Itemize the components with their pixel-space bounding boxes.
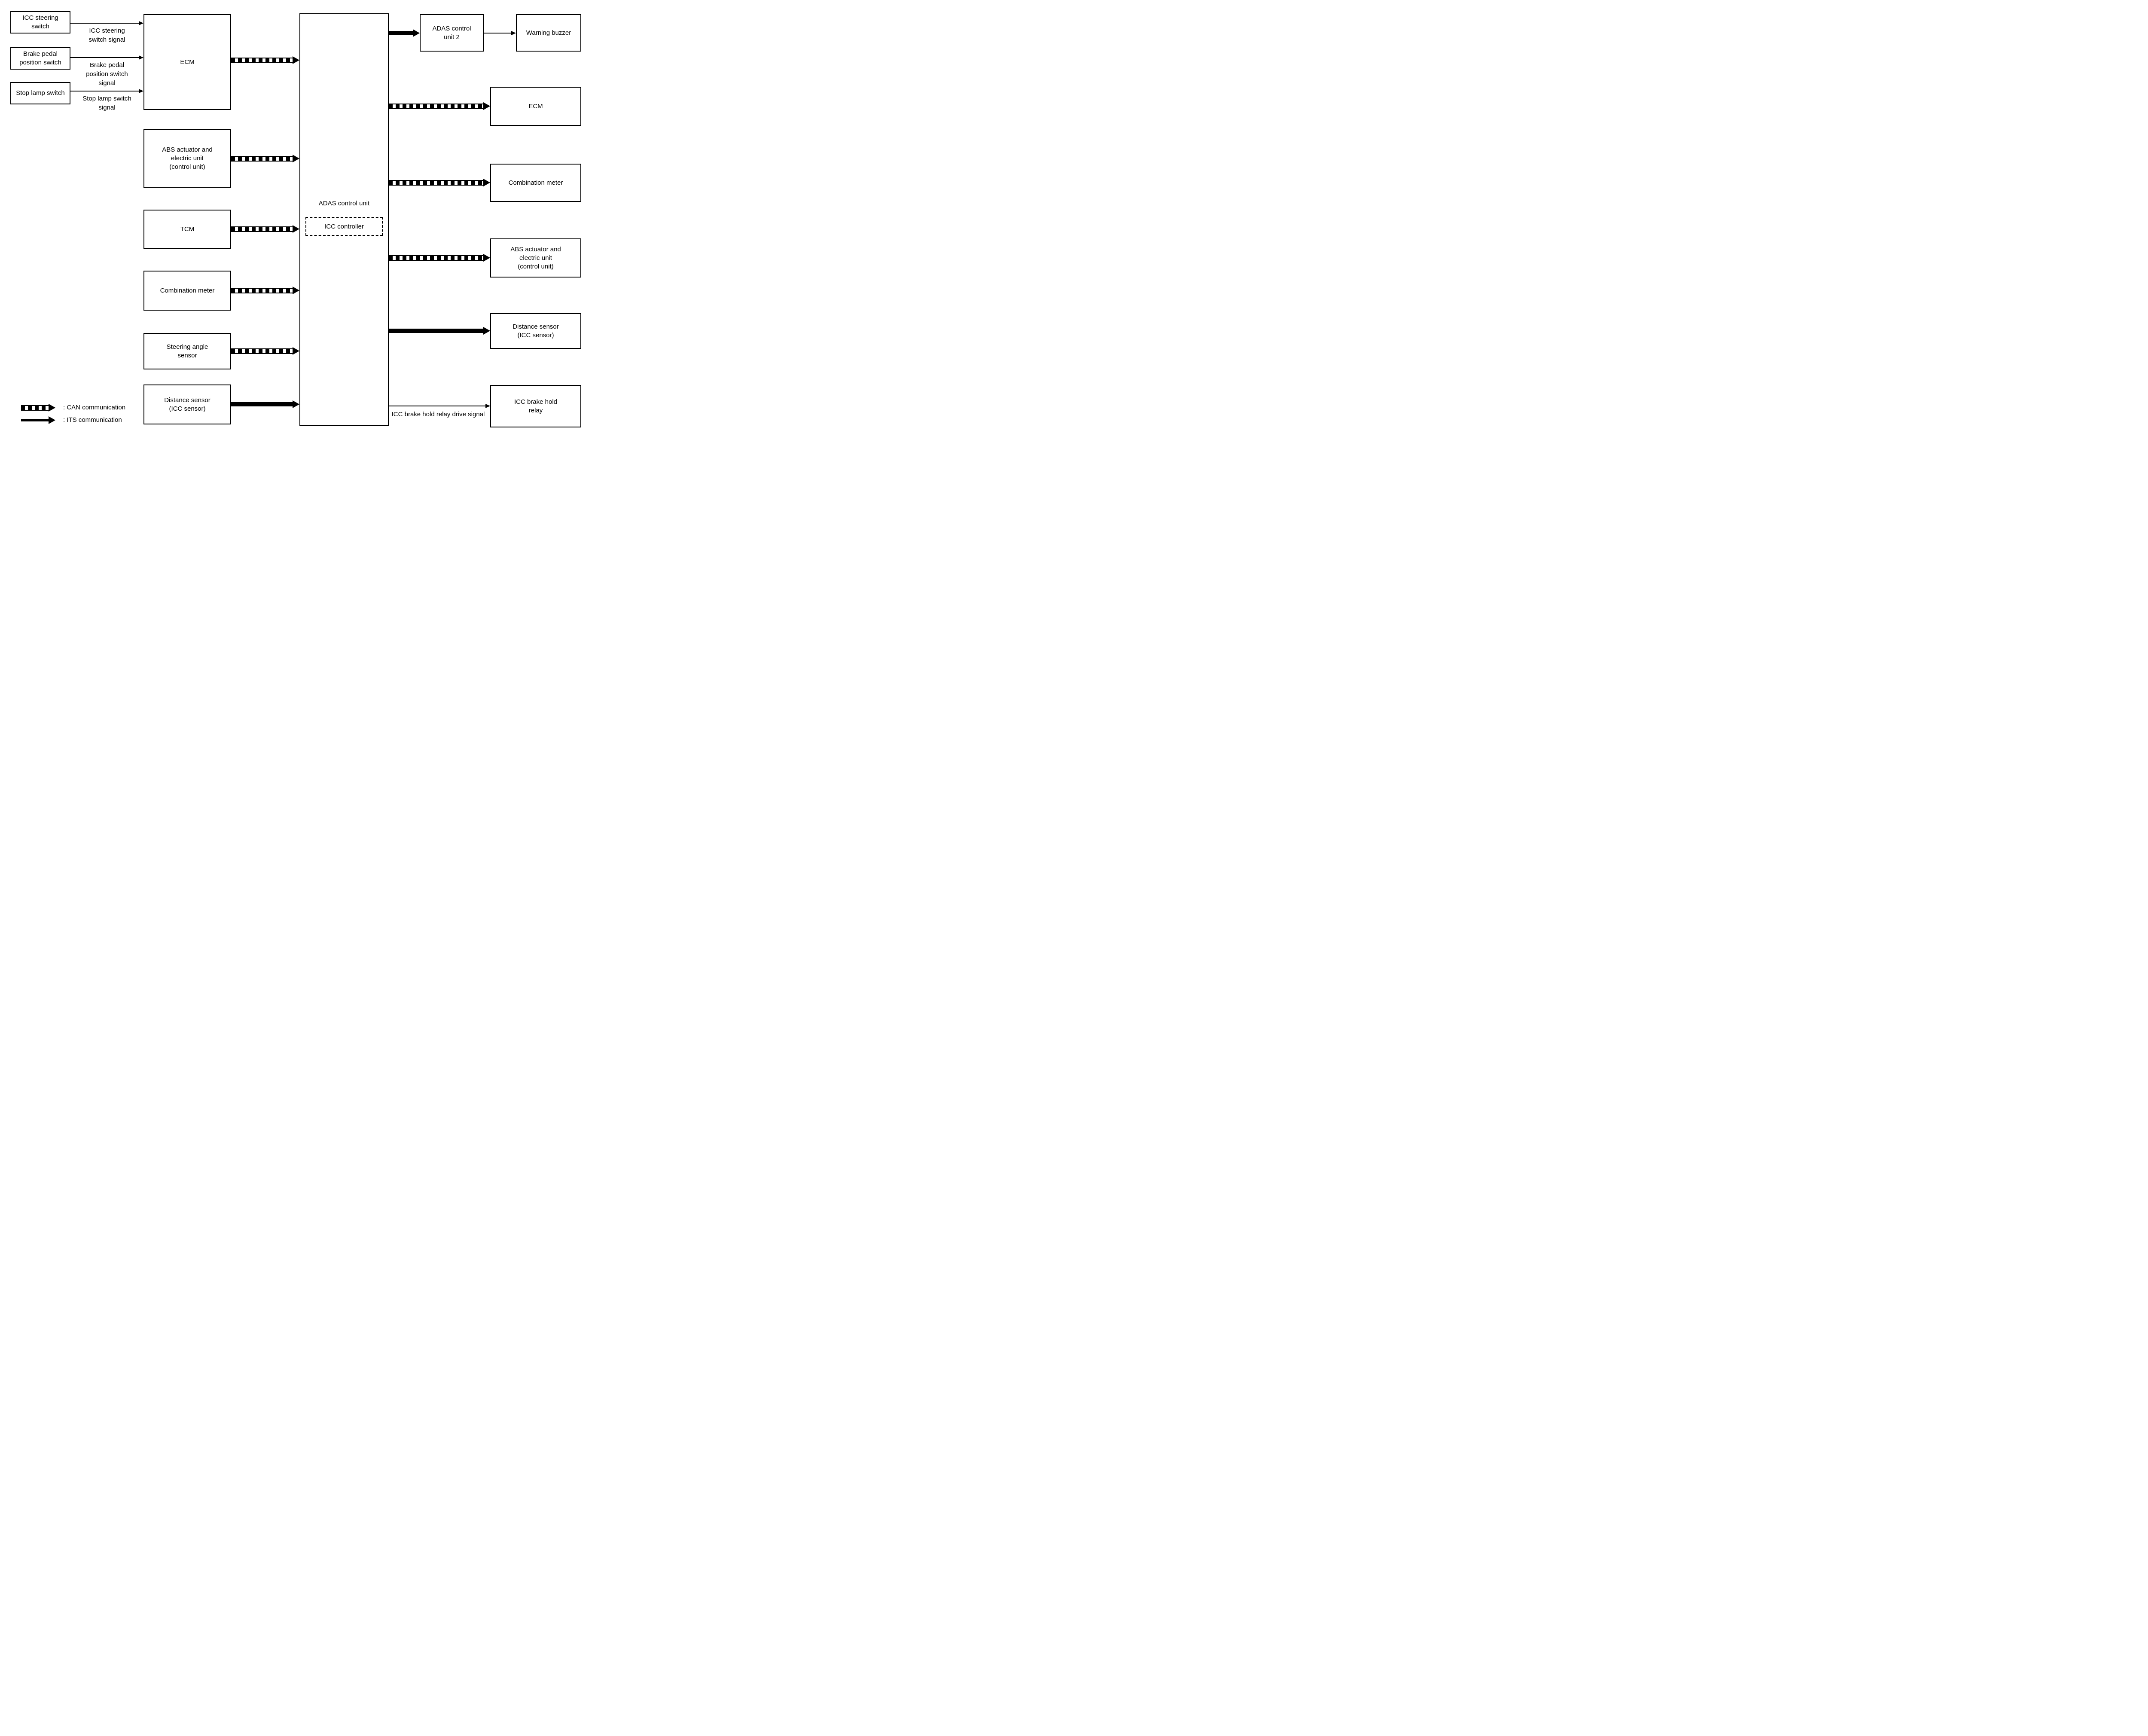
its-arrowhead-adas-to-adas2 (413, 29, 420, 37)
its-arrow-distance-sensor-to-adas (231, 402, 293, 406)
arrowhead-adas2-to-warning-buzzer (511, 31, 516, 35)
label-brake-pedal-switch-signal: Brake pedal position switch signal (86, 61, 128, 87)
legend-can-arrowhead-icon (49, 404, 55, 412)
box-adas-control-unit-2: ADAS control unit 2 (420, 14, 484, 52)
can-arrow-ecm-to-adas (231, 58, 293, 63)
arrowhead-stop-lamp-switch-signal (139, 89, 143, 93)
box-ecm-right: ECM (490, 87, 581, 126)
its-arrowhead-adas-to-distance-sensor (483, 327, 490, 335)
label-icc-brake-hold-relay-drive-signal: ICC brake hold relay drive signal (391, 411, 485, 418)
box-brake-pedal-position-switch: Brake pedal position switch (10, 47, 70, 70)
can-arrowhead-ecm-to-adas (293, 56, 299, 64)
can-arrow-steering-angle-sensor-to-adas (231, 348, 293, 354)
box-icc-steering-switch: ICC steering switch (10, 11, 70, 34)
box-combination-meter-left: Combination meter (143, 271, 231, 311)
legend-can-label: : CAN communication (63, 404, 126, 411)
can-arrowhead-steering-angle-sensor-to-adas (293, 347, 299, 355)
can-arrow-adas-to-combination-meter (389, 180, 483, 186)
box-stop-lamp-switch: Stop lamp switch (10, 82, 70, 104)
label-adas-control-unit: ADAS control unit (318, 200, 370, 207)
box-warning-buzzer: Warning buzzer (516, 14, 581, 52)
can-arrowhead-tcm-to-adas (293, 225, 299, 233)
box-distance-sensor-right: Distance sensor (ICC sensor) (490, 313, 581, 349)
its-arrow-adas-to-adas2 (389, 31, 413, 35)
box-icc-brake-hold-relay: ICC brake hold relay (490, 385, 581, 427)
can-arrowhead-adas-to-ecm (483, 102, 490, 110)
can-arrow-combination-meter-to-adas (231, 288, 293, 293)
arrow-adas2-to-warning-buzzer (484, 33, 511, 34)
can-arrow-adas-to-ecm (389, 104, 483, 109)
box-distance-sensor-left: Distance sensor (ICC sensor) (143, 384, 231, 424)
legend-its-arrow-icon (21, 419, 49, 421)
arrow-icc-steering-switch-signal (70, 23, 139, 24)
can-arrow-adas-to-abs (389, 255, 483, 261)
box-steering-angle-sensor: Steering angle sensor (143, 333, 231, 369)
can-arrowhead-adas-to-abs (483, 254, 490, 262)
arrow-brake-pedal-switch-signal (70, 57, 139, 58)
box-abs-actuator-left: ABS actuator and electric unit (control … (143, 129, 231, 188)
box-tcm: TCM (143, 210, 231, 249)
can-arrow-tcm-to-adas (231, 226, 293, 232)
label-icc-steering-switch-signal: ICC steering switch signal (88, 27, 125, 43)
can-arrowhead-adas-to-combination-meter (483, 179, 490, 186)
arrowhead-adas-to-brake-hold-relay (485, 404, 490, 408)
its-arrow-adas-to-distance-sensor (389, 329, 483, 333)
can-arrowhead-abs-to-adas (293, 155, 299, 162)
box-icc-controller: ICC controller (305, 217, 383, 236)
can-arrow-abs-to-adas (231, 156, 293, 162)
box-combination-meter-right: Combination meter (490, 164, 581, 202)
arrow-stop-lamp-switch-signal (70, 91, 139, 92)
box-ecm-left: ECM (143, 14, 231, 110)
its-arrowhead-distance-sensor-to-adas (293, 400, 299, 408)
can-arrowhead-combination-meter-to-adas (293, 287, 299, 294)
label-stop-lamp-switch-signal: Stop lamp switch signal (82, 95, 131, 111)
arrowhead-brake-pedal-switch-signal (139, 55, 143, 60)
legend-can-arrow-icon (21, 405, 49, 411)
legend-its-label: : ITS communication (63, 416, 122, 424)
system-block-diagram: ICC steering switch Brake pedal position… (0, 0, 587, 434)
box-abs-actuator-right: ABS actuator and electric unit (control … (490, 238, 581, 278)
legend-its-arrowhead-icon (49, 416, 55, 424)
arrowhead-icc-steering-switch-signal (139, 21, 143, 25)
